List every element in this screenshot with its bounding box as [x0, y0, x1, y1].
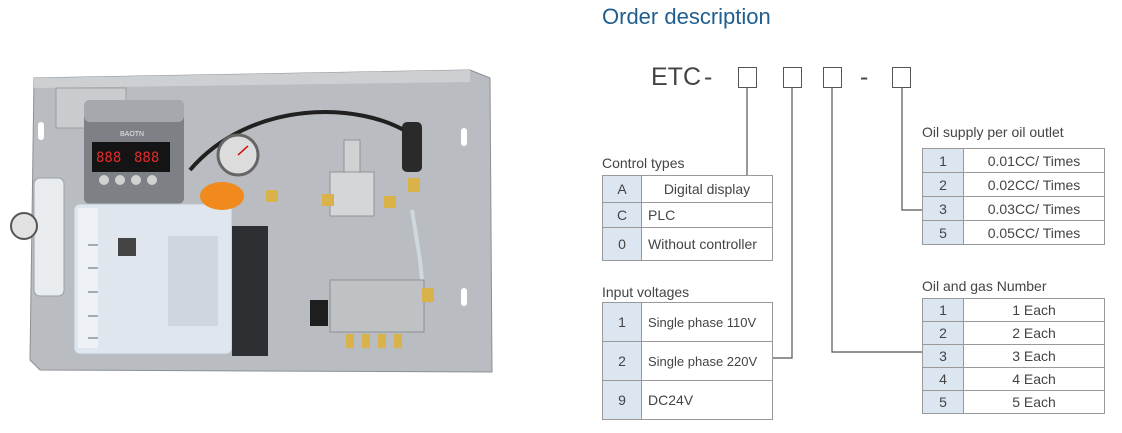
valve-stem	[343, 139, 361, 173]
table-row: C PLC	[602, 202, 773, 228]
panel-top-edge	[34, 70, 470, 88]
option-label: 0.05CC/ Times	[963, 220, 1105, 245]
option-code: 1	[922, 298, 964, 322]
option-label: 5 Each	[963, 390, 1105, 414]
table-row: 5 0.05CC/ Times	[922, 220, 1105, 245]
gauge-needle	[237, 145, 249, 156]
mounting-slot	[38, 122, 44, 140]
option-code: 5	[922, 220, 964, 245]
display-digits-left: 888	[96, 150, 121, 166]
caution-label	[168, 236, 218, 326]
air-connector	[402, 122, 422, 172]
mounting-slot	[461, 128, 467, 146]
control-types-caption: Control types	[602, 155, 685, 171]
filter-regulator	[33, 177, 65, 297]
option-code: 2	[602, 341, 642, 381]
display-digits-right: 888	[134, 150, 159, 166]
qr-code	[118, 238, 136, 256]
option-label: Single phase 110V	[641, 302, 773, 342]
controller-buttons	[99, 175, 157, 185]
oil-gas-number-caption: Oil and gas Number	[922, 278, 1047, 294]
distributor-plug	[310, 300, 328, 326]
table-row: 1 Single phase 110V	[602, 302, 773, 342]
option-code: 3	[922, 344, 964, 368]
table-row: 5 5 Each	[922, 390, 1105, 414]
option-code: 1	[922, 148, 964, 173]
table-row: 2 Single phase 220V	[602, 341, 773, 381]
option-code: 5	[922, 390, 964, 414]
table-row: 1 0.01CC/ Times	[922, 148, 1105, 173]
regulator-gauge	[10, 212, 38, 240]
option-label: 0.03CC/ Times	[963, 196, 1105, 221]
option-code: 0	[602, 227, 642, 261]
oil-supply-caption: Oil supply per oil outlet	[922, 124, 1064, 140]
table-row: 0 Without controller	[602, 227, 773, 261]
option-label: Single phase 220V	[641, 341, 773, 381]
option-label: PLC	[641, 202, 773, 228]
input-voltages-table: 1 Single phase 110V 2 Single phase 220V …	[602, 302, 773, 420]
option-code: 1	[602, 302, 642, 342]
table-row: 3 3 Each	[922, 344, 1105, 368]
connector-control-type	[738, 88, 748, 177]
oil-gas-number-table: 1 1 Each 2 2 Each 3 3 Each 4 4 Each 5 5 …	[922, 298, 1105, 414]
slot-control-type	[738, 67, 757, 88]
table-row: 2 0.02CC/ Times	[922, 172, 1105, 197]
option-label: Digital display	[641, 175, 773, 203]
brand-label: BAOTN	[120, 131, 144, 138]
side-sticker	[232, 226, 268, 356]
table-row: 3 0.03CC/ Times	[922, 196, 1105, 221]
mixing-valve	[329, 171, 375, 217]
option-code: A	[602, 175, 642, 203]
option-label: Without controller	[641, 227, 773, 261]
slot-oil-supply	[892, 67, 911, 88]
table-row: 1 1 Each	[922, 298, 1105, 322]
option-code: 2	[922, 321, 964, 345]
oil-supply-table: 1 0.01CC/ Times 2 0.02CC/ Times 3 0.03CC…	[922, 148, 1105, 245]
pump-head-top	[84, 100, 184, 122]
connector-oil-supply	[901, 88, 922, 211]
table-row: A Digital display	[602, 175, 773, 203]
brass-fittings	[266, 178, 434, 302]
option-label: DC24V	[641, 380, 773, 420]
option-code: 2	[922, 172, 964, 197]
slot-oil-gas-number	[823, 67, 842, 88]
code-separator: -	[860, 63, 869, 91]
oil-air-distributor	[329, 279, 425, 333]
option-code: C	[602, 202, 642, 228]
controller-display	[92, 142, 170, 172]
control-types-table: A Digital display C PLC 0 Without contro…	[602, 175, 773, 261]
level-scale	[88, 244, 98, 339]
option-label: 1 Each	[963, 298, 1105, 322]
option-label: 2 Each	[963, 321, 1105, 345]
code-prefix: ETC	[651, 63, 701, 91]
option-label: 0.02CC/ Times	[963, 172, 1105, 197]
product-illustration: BAOTN 888 888	[10, 69, 493, 373]
outlet-fittings	[346, 334, 402, 348]
order-description-heading: Order description	[602, 4, 771, 29]
slot-input-voltage	[783, 67, 802, 88]
table-row: 9 DC24V	[602, 380, 773, 420]
option-code: 9	[602, 380, 642, 420]
option-label: 0.01CC/ Times	[963, 148, 1105, 173]
table-row: 2 2 Each	[922, 321, 1105, 345]
option-code: 4	[922, 367, 964, 391]
connector-oil-gas-number	[831, 88, 922, 353]
option-code: 3	[922, 196, 964, 221]
connector-input-voltage	[771, 88, 793, 359]
table-row: 4 4 Each	[922, 367, 1105, 391]
input-voltages-caption: Input voltages	[602, 284, 690, 300]
mounting-slot	[461, 288, 467, 306]
option-label: 4 Each	[963, 367, 1105, 391]
filler-cap	[200, 182, 244, 210]
reservoir-highlight	[78, 208, 98, 348]
code-separator: -	[704, 63, 713, 91]
option-label: 3 Each	[963, 344, 1105, 368]
hose	[188, 110, 414, 172]
